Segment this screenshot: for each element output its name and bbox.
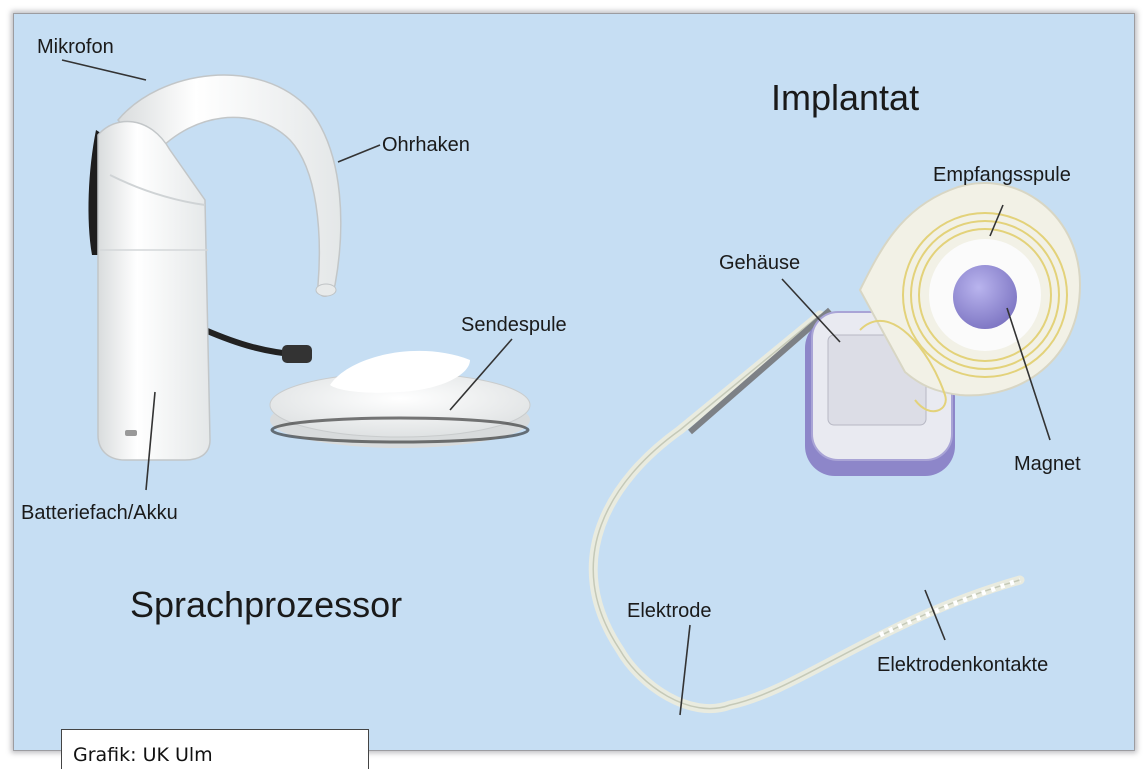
- label-magnet: Magnet: [1014, 453, 1081, 475]
- cable-connector: [282, 345, 312, 363]
- label-sendespule: Sendespule: [461, 314, 567, 336]
- label-sprachprozessor: Sprachprozessor: [130, 584, 402, 625]
- label-elektrode: Elektrode: [627, 600, 712, 622]
- label-implantat: Implantat: [771, 77, 919, 118]
- label-ohrhaken: Ohrhaken: [382, 134, 470, 156]
- label-elektrodenkontakte: Elektrodenkontakte: [877, 654, 1048, 676]
- image-credit-caption: Grafik: UK Ulm: [61, 729, 369, 769]
- battery-latch: [125, 430, 137, 436]
- label-empfangsspule: Empfangsspule: [933, 164, 1071, 186]
- leader-mikrofon: [62, 60, 146, 80]
- magnet: [953, 265, 1017, 329]
- label-mikrofon: Mikrofon: [37, 36, 114, 58]
- leader-ohrhaken: [338, 145, 380, 162]
- label-gehaeuse: Gehäuse: [719, 252, 800, 274]
- ear-hook-tip: [316, 284, 336, 296]
- implant-illustration: [593, 183, 1080, 709]
- label-batteriefach: Batteriefach/Akku: [21, 502, 178, 524]
